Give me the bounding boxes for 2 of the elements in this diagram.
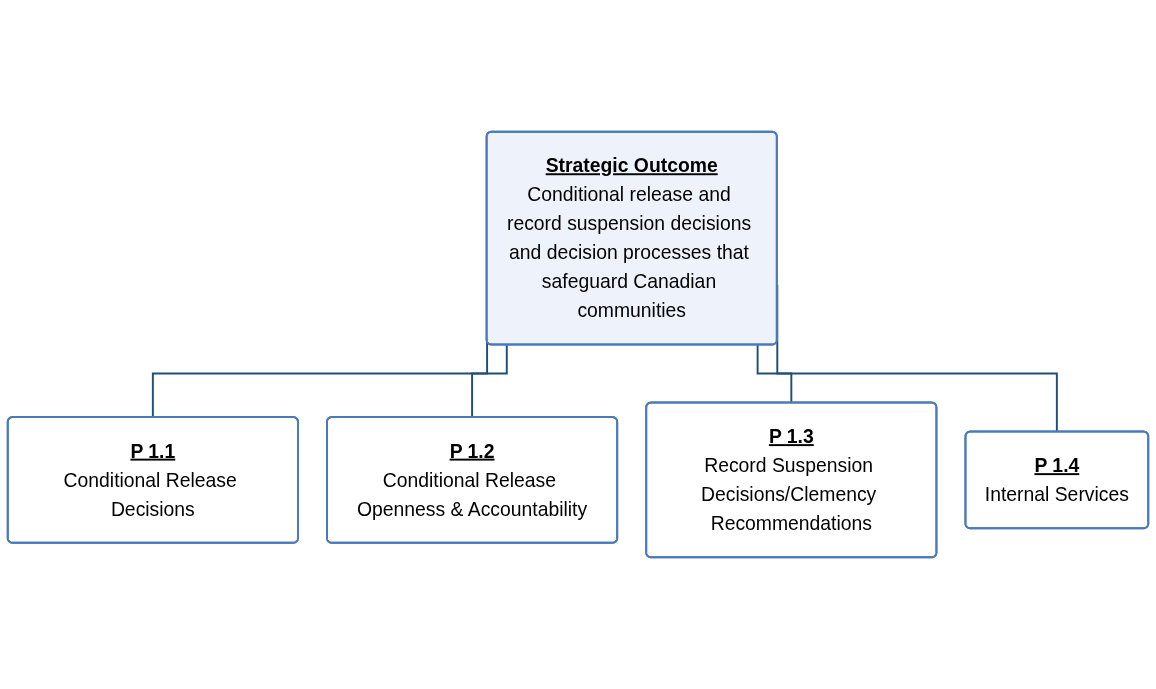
connector [471, 344, 508, 419]
connector [756, 344, 793, 404]
